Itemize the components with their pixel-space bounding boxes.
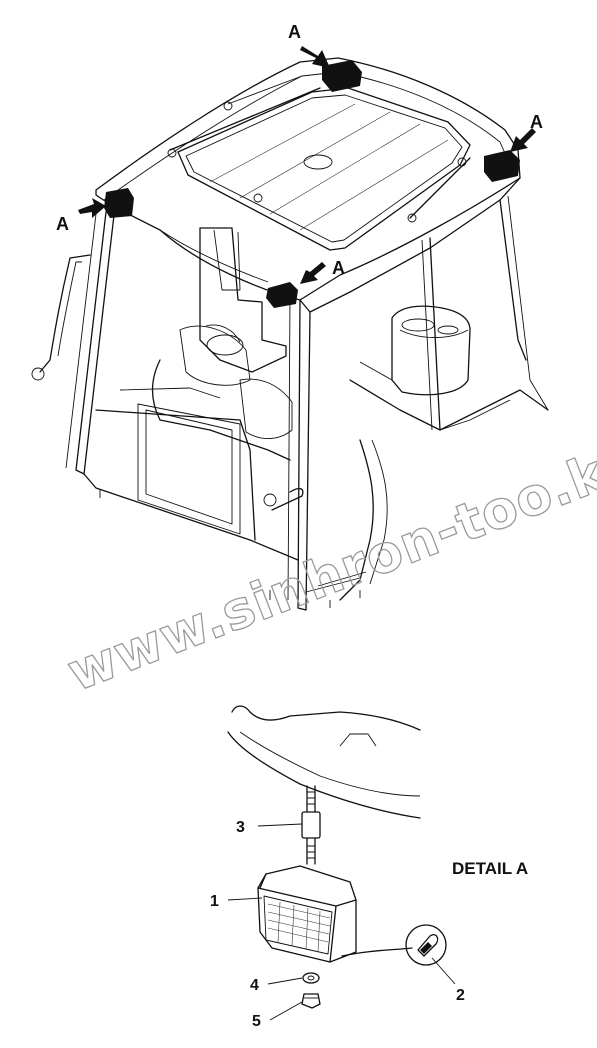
- detail-a-drawing: [227, 705, 447, 1009]
- part-number-4: 4: [250, 977, 259, 994]
- part-number-3: 3: [236, 819, 245, 836]
- leader-lines: [227, 823, 456, 1021]
- cab-overview: [31, 57, 549, 611]
- callout-arrows: [78, 46, 536, 284]
- callout-a-front: A: [332, 258, 345, 278]
- part-number-5: 5: [252, 1013, 261, 1030]
- part-number-2: 2: [456, 987, 465, 1004]
- callout-a-right: A: [530, 112, 543, 132]
- callout-a-top: A: [288, 22, 301, 42]
- callout-a-left: A: [56, 214, 69, 234]
- detail-title: DETAIL A: [452, 859, 528, 878]
- part-number-1: 1: [210, 893, 219, 910]
- watermark-text: www.sinhron-too.kz: [60, 432, 597, 704]
